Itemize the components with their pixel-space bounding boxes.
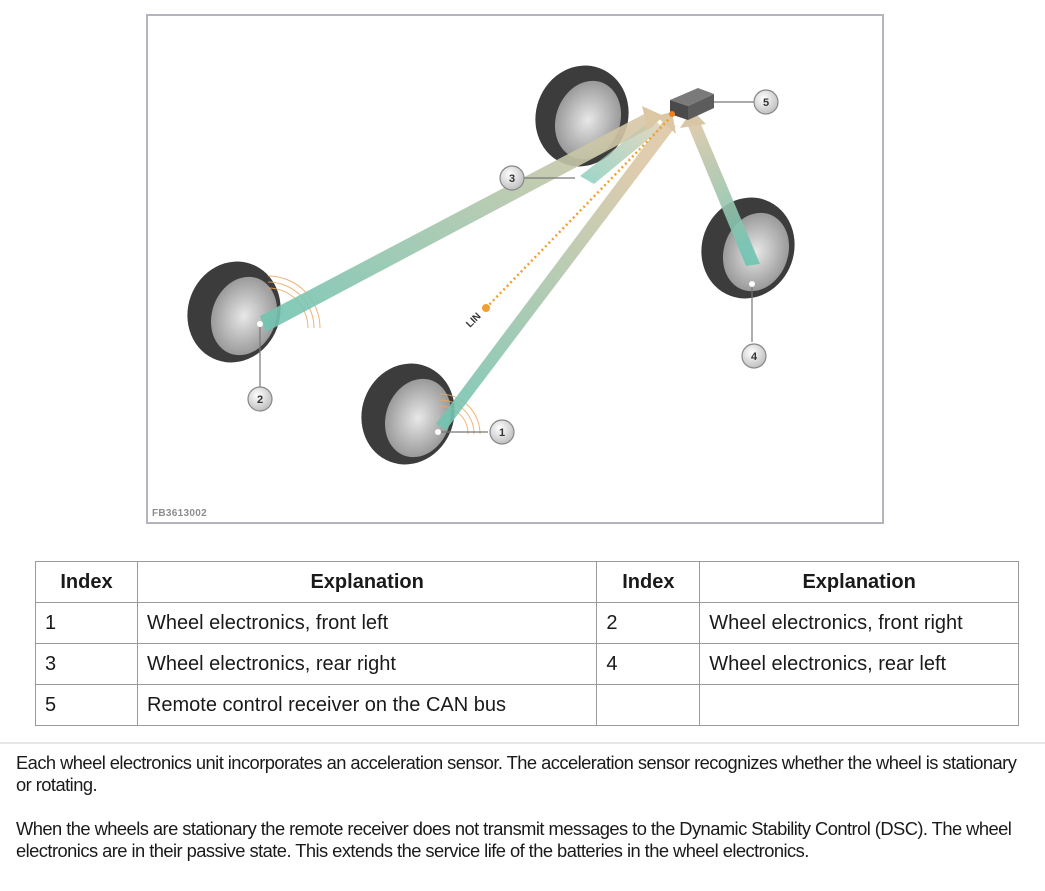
cell-index: 4 bbox=[596, 643, 701, 685]
svg-text:2: 2 bbox=[257, 394, 263, 406]
cell-explanation: Wheel electronics, rear left bbox=[699, 643, 1019, 685]
lin-label: LIN bbox=[464, 311, 483, 330]
signal-beam-1 bbox=[436, 120, 676, 430]
header-explanation: Explanation bbox=[699, 561, 1019, 603]
svg-text:4: 4 bbox=[751, 351, 758, 363]
callout-4: 4 bbox=[741, 343, 767, 369]
cell-index: 1 bbox=[35, 602, 138, 644]
callout-5: 5 bbox=[753, 89, 779, 115]
paragraph-acceleration-sensor: Each wheel electronics unit incorporates… bbox=[16, 752, 1017, 795]
signal-beam-2 bbox=[260, 112, 654, 332]
svg-text:5: 5 bbox=[763, 97, 769, 109]
callout-2: 2 bbox=[247, 386, 273, 412]
signal-beam-3 bbox=[580, 118, 662, 184]
lin-wire bbox=[485, 117, 671, 309]
cell-explanation: Wheel electronics, rear right bbox=[136, 643, 598, 685]
cell-index: 5 bbox=[35, 684, 138, 726]
cell-index bbox=[596, 684, 701, 726]
cell-explanation: Remote control receiver on the CAN bus bbox=[136, 684, 598, 726]
paragraph-passive-state: When the wheels are stationary the remot… bbox=[16, 818, 1012, 861]
cell-index: 3 bbox=[35, 643, 138, 685]
arrow-head-4 bbox=[680, 110, 706, 128]
callout-3: 3 bbox=[499, 165, 525, 191]
tpms-diagram: LIN 1 2 3 bbox=[187, 65, 795, 465]
table-row: 3 Wheel electronics, rear right 4 Wheel … bbox=[35, 643, 1019, 685]
callout-1: 1 bbox=[489, 419, 515, 445]
cell-explanation: Wheel electronics, front right bbox=[699, 602, 1019, 644]
section-divider bbox=[0, 742, 1045, 744]
cell-explanation: Wheel electronics, front left bbox=[136, 602, 598, 644]
header-explanation: Explanation bbox=[136, 561, 598, 603]
svg-text:1: 1 bbox=[499, 427, 505, 439]
header-index: Index bbox=[35, 561, 138, 603]
wheel-1-icon bbox=[361, 363, 455, 465]
arrow-head-2 bbox=[642, 106, 664, 130]
table-row: 5 Remote control receiver on the CAN bus bbox=[35, 684, 1019, 726]
figure-id-label: FB3613002 bbox=[152, 508, 207, 519]
receiver-module-icon bbox=[669, 88, 714, 120]
arrow-head-1 bbox=[656, 112, 676, 134]
cell-index: 2 bbox=[596, 602, 701, 644]
lin-endpoint bbox=[482, 304, 490, 312]
header-index: Index bbox=[596, 561, 701, 603]
table-row: 1 Wheel electronics, front left 2 Wheel … bbox=[35, 602, 1019, 644]
legend-table: Index Explanation Index Explanation 1 Wh… bbox=[35, 561, 1019, 726]
cell-explanation bbox=[699, 684, 1019, 726]
svg-text:3: 3 bbox=[509, 173, 515, 185]
signal-beam-4 bbox=[688, 122, 760, 266]
table-header-row: Index Explanation Index Explanation bbox=[35, 561, 1019, 603]
tpms-diagram-figure: LIN 1 2 3 bbox=[146, 14, 884, 524]
